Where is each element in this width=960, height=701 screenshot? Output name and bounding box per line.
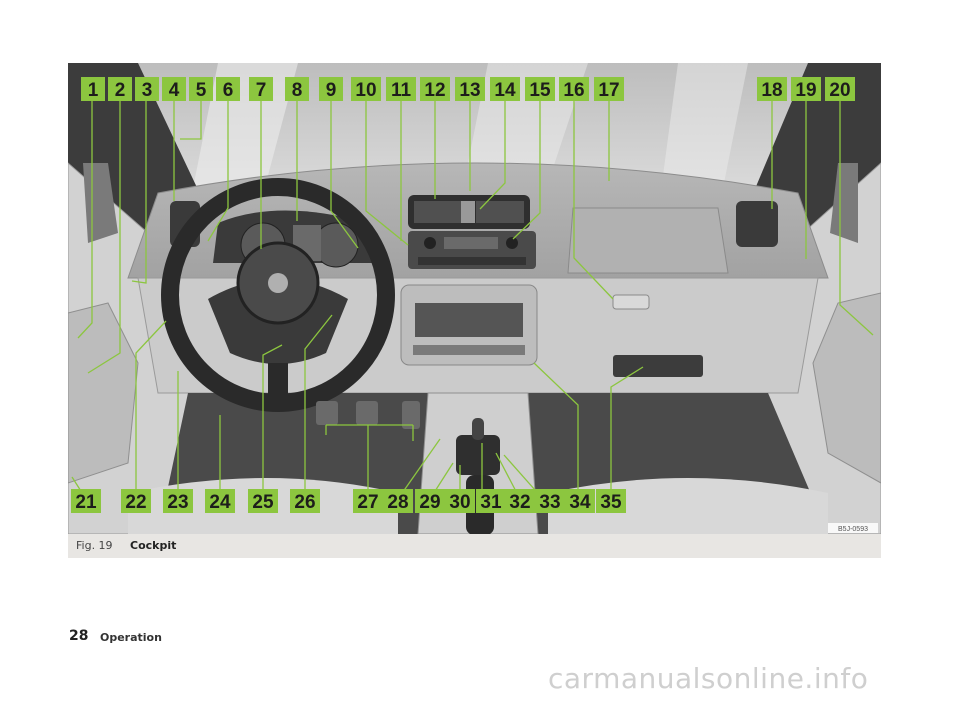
svg-text:1: 1 <box>88 80 99 101</box>
callout-12: 12 <box>420 77 450 101</box>
svg-text:15: 15 <box>529 80 551 101</box>
callout-27: 27 <box>353 489 383 513</box>
svg-text:18: 18 <box>761 80 782 101</box>
svg-text:22: 22 <box>125 492 146 513</box>
svg-text:12: 12 <box>424 80 445 101</box>
section-name: Operation <box>100 631 162 644</box>
watermark: carmanualsonline.info <box>548 662 869 695</box>
callout-8: 8 <box>285 77 309 101</box>
svg-text:27: 27 <box>357 492 378 513</box>
image-code: B5J-0593 <box>838 526 868 533</box>
callout-17: 17 <box>594 77 624 101</box>
svg-text:29: 29 <box>419 492 440 513</box>
svg-text:5: 5 <box>196 80 207 101</box>
callout-14: 14 <box>490 77 520 101</box>
callout-31: 31 <box>476 489 506 513</box>
svg-text:23: 23 <box>167 492 188 513</box>
callout-13: 13 <box>455 77 485 101</box>
callout-1: 1 <box>81 77 105 101</box>
callout-24: 24 <box>205 489 235 513</box>
callout-16: 16 <box>559 77 589 101</box>
svg-text:10: 10 <box>355 80 376 101</box>
callouts-bottom: 21 22 23 24 25 26 27 28 29 30 31 32 33 3… <box>71 489 626 513</box>
svg-text:21: 21 <box>75 492 97 513</box>
svg-text:4: 4 <box>169 80 180 101</box>
cockpit-illustration: 1 2 3 4 5 6 7 8 9 10 11 12 13 14 15 16 1… <box>68 63 881 534</box>
callout-23: 23 <box>163 489 193 513</box>
svg-text:25: 25 <box>252 492 274 513</box>
callout-leaders <box>71 99 874 500</box>
pedal-clutch <box>316 401 338 425</box>
svg-text:33: 33 <box>539 492 560 513</box>
right-air-vent <box>736 201 778 247</box>
callout-35: 35 <box>596 489 626 513</box>
storage-compartment <box>613 355 703 377</box>
callout-3: 3 <box>135 77 159 101</box>
svg-text:34: 34 <box>569 492 591 513</box>
svg-text:8: 8 <box>292 80 303 101</box>
svg-text:7: 7 <box>256 80 267 101</box>
callout-10: 10 <box>351 77 381 101</box>
svg-text:35: 35 <box>600 492 622 513</box>
figure-caption: Fig. 19 Cockpit <box>68 534 881 558</box>
svg-text:13: 13 <box>459 80 480 101</box>
svg-text:28: 28 <box>387 492 408 513</box>
callout-15: 15 <box>525 77 555 101</box>
figure-title: Cockpit <box>130 539 177 552</box>
svg-text:26: 26 <box>294 492 315 513</box>
callout-18: 18 <box>757 77 787 101</box>
pedal-accelerator <box>402 401 420 429</box>
svg-text:3: 3 <box>142 80 153 101</box>
pedal-brake <box>356 401 378 425</box>
svg-text:2: 2 <box>115 80 126 101</box>
page-number: 28 <box>69 628 89 644</box>
callout-20: 20 <box>825 77 855 101</box>
callout-11: 11 <box>386 77 416 101</box>
callout-30: 30 <box>445 489 475 513</box>
svg-text:20: 20 <box>829 80 850 101</box>
svg-text:17: 17 <box>598 80 619 101</box>
svg-text:31: 31 <box>480 492 502 513</box>
callout-5: 5 <box>189 77 213 101</box>
svg-text:32: 32 <box>509 492 530 513</box>
callout-28: 28 <box>383 489 413 513</box>
callout-6: 6 <box>216 77 240 101</box>
callout-22: 22 <box>121 489 151 513</box>
callouts-top: 1 2 3 4 5 6 7 8 9 10 11 12 13 14 15 16 1… <box>81 77 855 101</box>
callout-4: 4 <box>162 77 186 101</box>
callout-32: 32 <box>505 489 535 513</box>
callout-25: 25 <box>248 489 278 513</box>
callout-7: 7 <box>249 77 273 101</box>
callout-2: 2 <box>108 77 132 101</box>
svg-text:30: 30 <box>449 492 470 513</box>
callout-26: 26 <box>290 489 320 513</box>
callout-29: 29 <box>415 489 445 513</box>
glove-box <box>567 207 729 274</box>
cockpit-figure: 1 2 3 4 5 6 7 8 9 10 11 12 13 14 15 16 1… <box>68 63 881 534</box>
callout-19: 19 <box>791 77 821 101</box>
svg-text:16: 16 <box>563 80 584 101</box>
callout-21: 21 <box>71 489 101 513</box>
gear-lever <box>456 435 500 475</box>
svg-text:19: 19 <box>795 80 816 101</box>
svg-text:24: 24 <box>209 492 231 513</box>
figure-number: Fig. 19 <box>76 539 113 552</box>
svg-text:11: 11 <box>391 80 412 101</box>
svg-text:6: 6 <box>223 80 234 101</box>
svg-text:14: 14 <box>494 80 516 101</box>
callout-34: 34 <box>565 489 595 513</box>
svg-text:9: 9 <box>326 80 337 101</box>
callout-9: 9 <box>319 77 343 101</box>
callout-33: 33 <box>535 489 565 513</box>
